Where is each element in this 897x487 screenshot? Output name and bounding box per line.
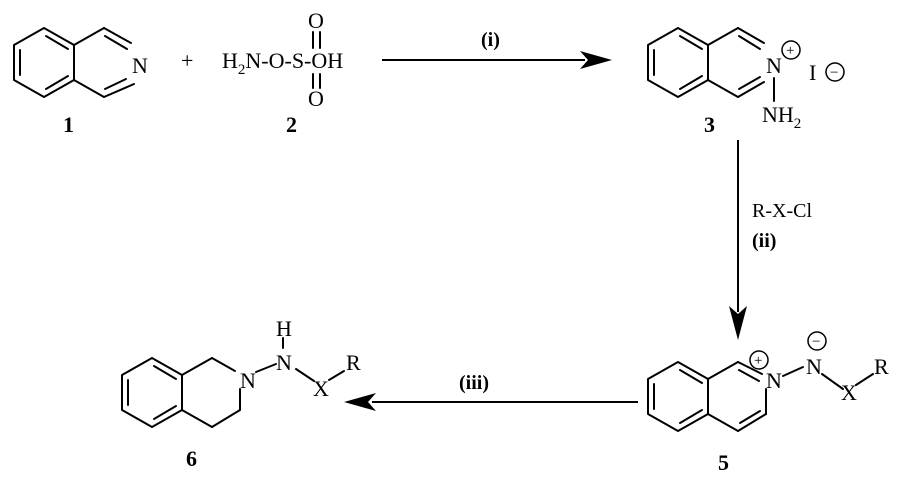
compound-3-iodide: I [809, 60, 816, 85]
compound-2-formula: H2N-O-S-OH [222, 48, 343, 78]
step-ii-label: (ii) [752, 230, 776, 252]
compound-3-bonds [647, 27, 775, 102]
compound-2-oxo-top: O [308, 8, 324, 33]
step-ii-reagent: R-X-Cl [752, 200, 812, 222]
compound-6-tetrahydroisoquinoline: N H N X R 6 [121, 316, 361, 471]
compound-1-nitrogen: N [132, 53, 148, 78]
arrow-step-iii: (iii) [344, 372, 638, 411]
compound-3-plus: + [786, 43, 794, 59]
compound-5-plus: + [754, 353, 762, 369]
compound-1-isoquinoline: N 1 [13, 27, 148, 137]
arrow-step-i: (i) [382, 29, 612, 69]
compound-6-h: H [276, 316, 292, 341]
compound-6-bonds [121, 337, 345, 428]
compound-6-ring-nitrogen: N [240, 368, 256, 393]
compound-3-minus: − [830, 65, 838, 81]
compound-2-hosa: H2N-O-S-OH O O 2 [222, 8, 343, 137]
compound-3-label: 3 [704, 112, 715, 137]
compound-1-label: 1 [63, 112, 74, 137]
compound-5-negative-charge [807, 331, 827, 351]
compound-2-label: 2 [286, 112, 297, 137]
compound-5-minus: − [812, 334, 820, 350]
compound-3-positive-charge [781, 40, 801, 60]
compound-5-label: 5 [718, 450, 729, 475]
compound-5-x: X [841, 380, 857, 405]
compound-3-iodide-charge [825, 62, 845, 82]
compound-3-nitrogen: N [766, 53, 782, 78]
compound-6-x: X [313, 376, 329, 401]
compound-6-r: R [346, 350, 361, 375]
compound-2-so-double-bonds [312, 31, 321, 89]
arrow-step-ii: R-X-Cl (ii) [729, 140, 812, 340]
step-iii-label: (iii) [459, 372, 489, 394]
compound-5-r: R [874, 354, 889, 379]
compound-5-bonds [647, 361, 874, 432]
step-i-label: (i) [481, 29, 500, 51]
compound-2-oxo-bottom: O [308, 86, 324, 111]
compound-1-bonds [13, 27, 135, 98]
compound-5-ring-nitrogen: N [766, 368, 782, 393]
compound-6-nh-nitrogen: N [276, 350, 292, 375]
compound-3-amino: NH2 [762, 102, 801, 132]
plus-sign: + [181, 48, 193, 73]
compound-3-n-aminoisoquinolinium: N + I − NH2 3 [647, 27, 845, 137]
compound-5-exo-nitrogen: N [806, 354, 822, 379]
compound-5-ylide: N + N − X R 5 [647, 331, 889, 475]
compound-5-positive-charge [749, 350, 769, 370]
compound-6-label: 6 [186, 446, 197, 471]
